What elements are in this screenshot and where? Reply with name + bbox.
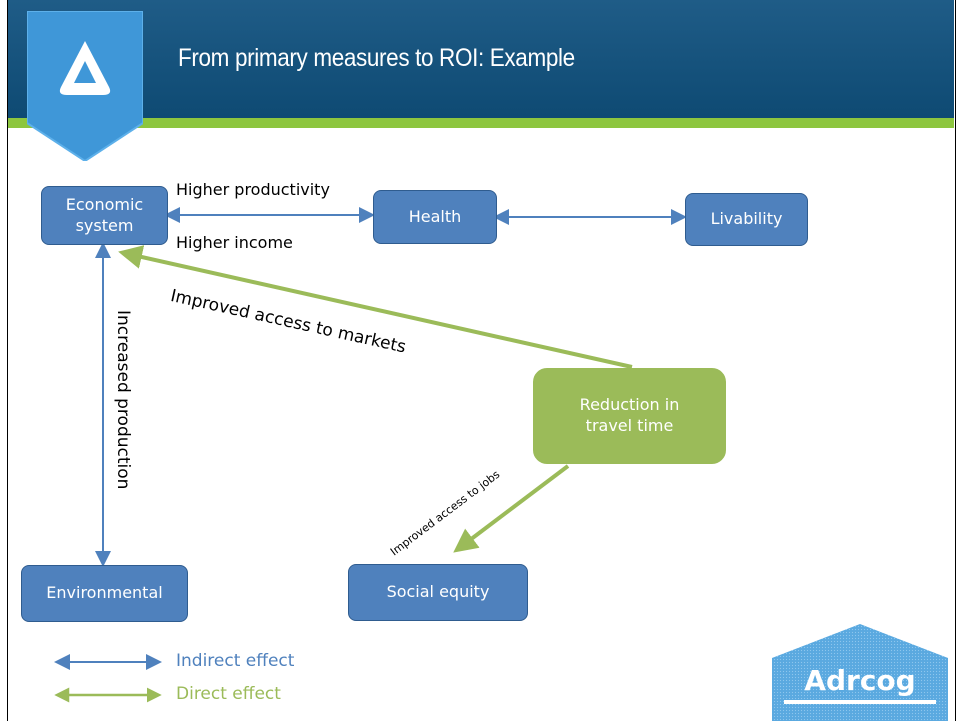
organization-logo-house-shape: [772, 624, 948, 721]
node-livability-label: Livability: [710, 209, 783, 229]
legend-direct-label: Direct effect: [176, 684, 281, 704]
organization-logo: Adrcog: [772, 624, 948, 721]
label-higher-productivity: Higher productivity: [176, 180, 330, 199]
arrow-reduction-social: [453, 464, 570, 553]
legend-indirect-label: Indirect effect: [176, 651, 295, 671]
node-health-label: Health: [408, 206, 462, 226]
node-environmental-label: Environmental: [46, 583, 163, 603]
label-increased-production: Increased production: [113, 310, 133, 490]
arrow-reduction-economic: [118, 245, 633, 369]
page-title: From primary measures to ROI: Example: [178, 44, 575, 72]
label-higher-income: Higher income: [176, 233, 293, 252]
node-environmental: Environmental: [21, 565, 188, 622]
header-band: [8, 0, 954, 118]
organization-logo-underline: [784, 700, 936, 704]
node-livability: Livability: [685, 193, 808, 246]
node-economic-system: Economic system: [41, 186, 168, 245]
node-reduction-travel-time: Reduction in travel time: [533, 368, 726, 464]
organization-logo-wordmark: Adrcog: [804, 664, 915, 697]
node-social-equity: Social equity: [348, 564, 528, 621]
node-social-equity-label: Social equity: [386, 582, 490, 602]
node-economic-system-label: Economic system: [65, 194, 144, 235]
node-health: Health: [373, 190, 497, 244]
accent-stripe: [8, 118, 954, 128]
node-reduction-label: Reduction in travel time: [579, 395, 680, 435]
brand-triangle-logo-icon: [27, 11, 143, 161]
